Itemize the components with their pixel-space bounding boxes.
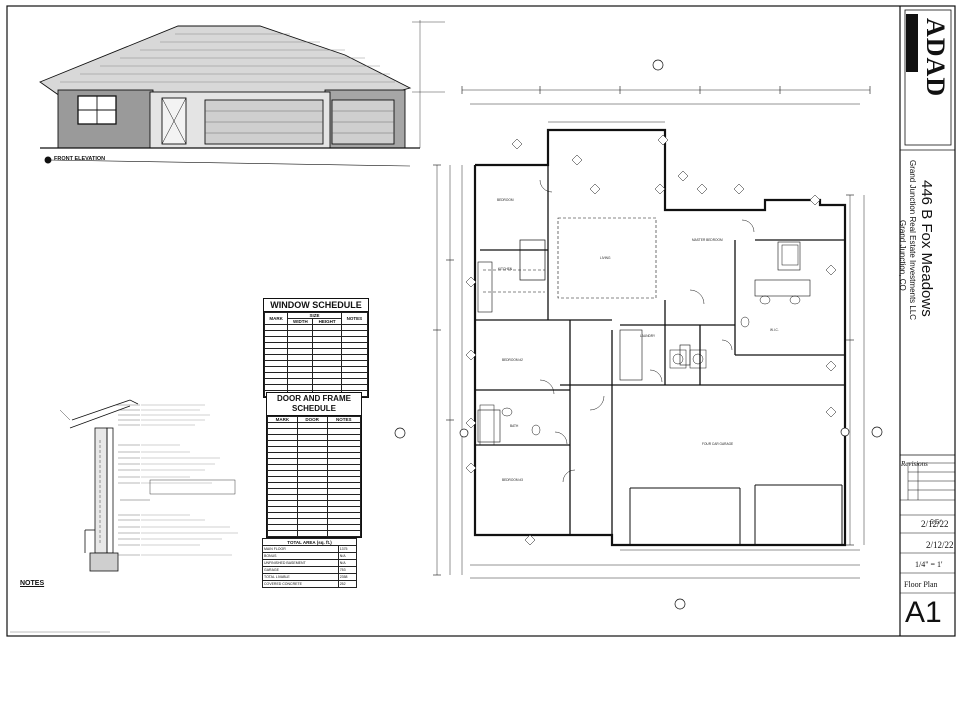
room-label-garage: FOUR CAR GARAGE <box>702 442 734 446</box>
schedule-cell <box>267 530 298 537</box>
sheet-number: A1 <box>905 596 942 629</box>
room-label-bedroom: BEDROOM <box>497 198 514 202</box>
room-label-bedroom-3: BEDROOM #3 <box>502 478 523 482</box>
date-1: 2/12/22 <box>921 519 949 529</box>
notes-heading: NOTES <box>20 580 45 587</box>
project-location: Grand Junction, CO <box>898 220 907 291</box>
front-elevation-drawing <box>39 20 445 167</box>
total-area-title: TOTAL AREA (sq. ft.) <box>262 538 357 546</box>
drawing-scale: 1/4" = 1' <box>915 560 943 569</box>
door-schedule-row <box>267 530 362 537</box>
door-schedule-rows <box>267 422 362 537</box>
room-label-bath: BATH <box>510 424 519 428</box>
schedule-cell <box>296 530 328 537</box>
project-title: 446 B Fox Meadows <box>918 180 935 317</box>
area-value-covered-concrete: 252 <box>337 580 358 588</box>
scale-code: 5/5/ <box>930 518 941 526</box>
door-schedule-title: DOOR AND FRAME SCHEDULE <box>267 393 361 416</box>
sheet-title: Floor Plan <box>904 580 938 589</box>
area-value-main-floor: 1375 <box>337 545 358 553</box>
room-label-living: LIVING <box>600 256 611 260</box>
area-value-garage: 753 <box>337 566 358 574</box>
area-label-total-livable: TOTAL LIVABLE <box>262 573 339 581</box>
window-schedule-header-notes: NOTES <box>340 312 369 325</box>
window-schedule-header-mark: MARK <box>263 312 289 325</box>
area-label-garage: GARAGE <box>262 566 339 574</box>
window-schedule-table: MARK SIZE NOTES WIDTH HEIGHT <box>263 312 369 397</box>
door-schedule-table: MARK DOOR NOTES <box>267 416 362 537</box>
room-label-laundry: LAUNDRY <box>640 334 656 338</box>
front-elevation-label: FRONT ELEVATION <box>54 156 106 162</box>
schedule-cell <box>326 530 362 537</box>
area-value-basement: N/A <box>337 559 358 567</box>
room-label-wic: W.I.C. <box>770 328 779 332</box>
area-label-basement: UNFINISHED BASEMENT <box>262 559 339 567</box>
room-label-bedroom-2: BEDROOM #2 <box>502 358 523 362</box>
area-value-bonus: N/A <box>337 552 358 560</box>
firm-logo-block <box>904 9 952 146</box>
window-schedule-title: WINDOW SCHEDULE <box>264 299 368 312</box>
sheet-border <box>6 5 956 637</box>
room-label-kitchen: KITCHEN <box>498 267 512 271</box>
date-2: 2/12/22 <box>926 540 954 550</box>
wall-section-drawing <box>69 399 238 572</box>
area-label-main-floor: MAIN FLOOR <box>262 545 339 553</box>
area-label-bonus: BONUS <box>262 552 339 560</box>
area-value-total-livable: 2358 <box>337 573 358 581</box>
window-schedule-rows <box>263 324 369 397</box>
floor-plan-drawing <box>394 59 883 610</box>
window-schedule: WINDOW SCHEDULE MARK SIZE NOTES WIDTH HE… <box>263 298 369 398</box>
area-label-covered-concrete: COVERED CONCRETE <box>262 580 339 588</box>
room-label-master: MASTER BEDROOM <box>692 238 723 242</box>
firm-logo-text: ADAD <box>921 18 950 98</box>
revisions-label: Revisions <box>901 460 928 468</box>
door-schedule: DOOR AND FRAME SCHEDULE MARK DOOR NOTES <box>266 392 362 538</box>
client-name: Grand Junction Real Estate Investments L… <box>908 160 917 321</box>
